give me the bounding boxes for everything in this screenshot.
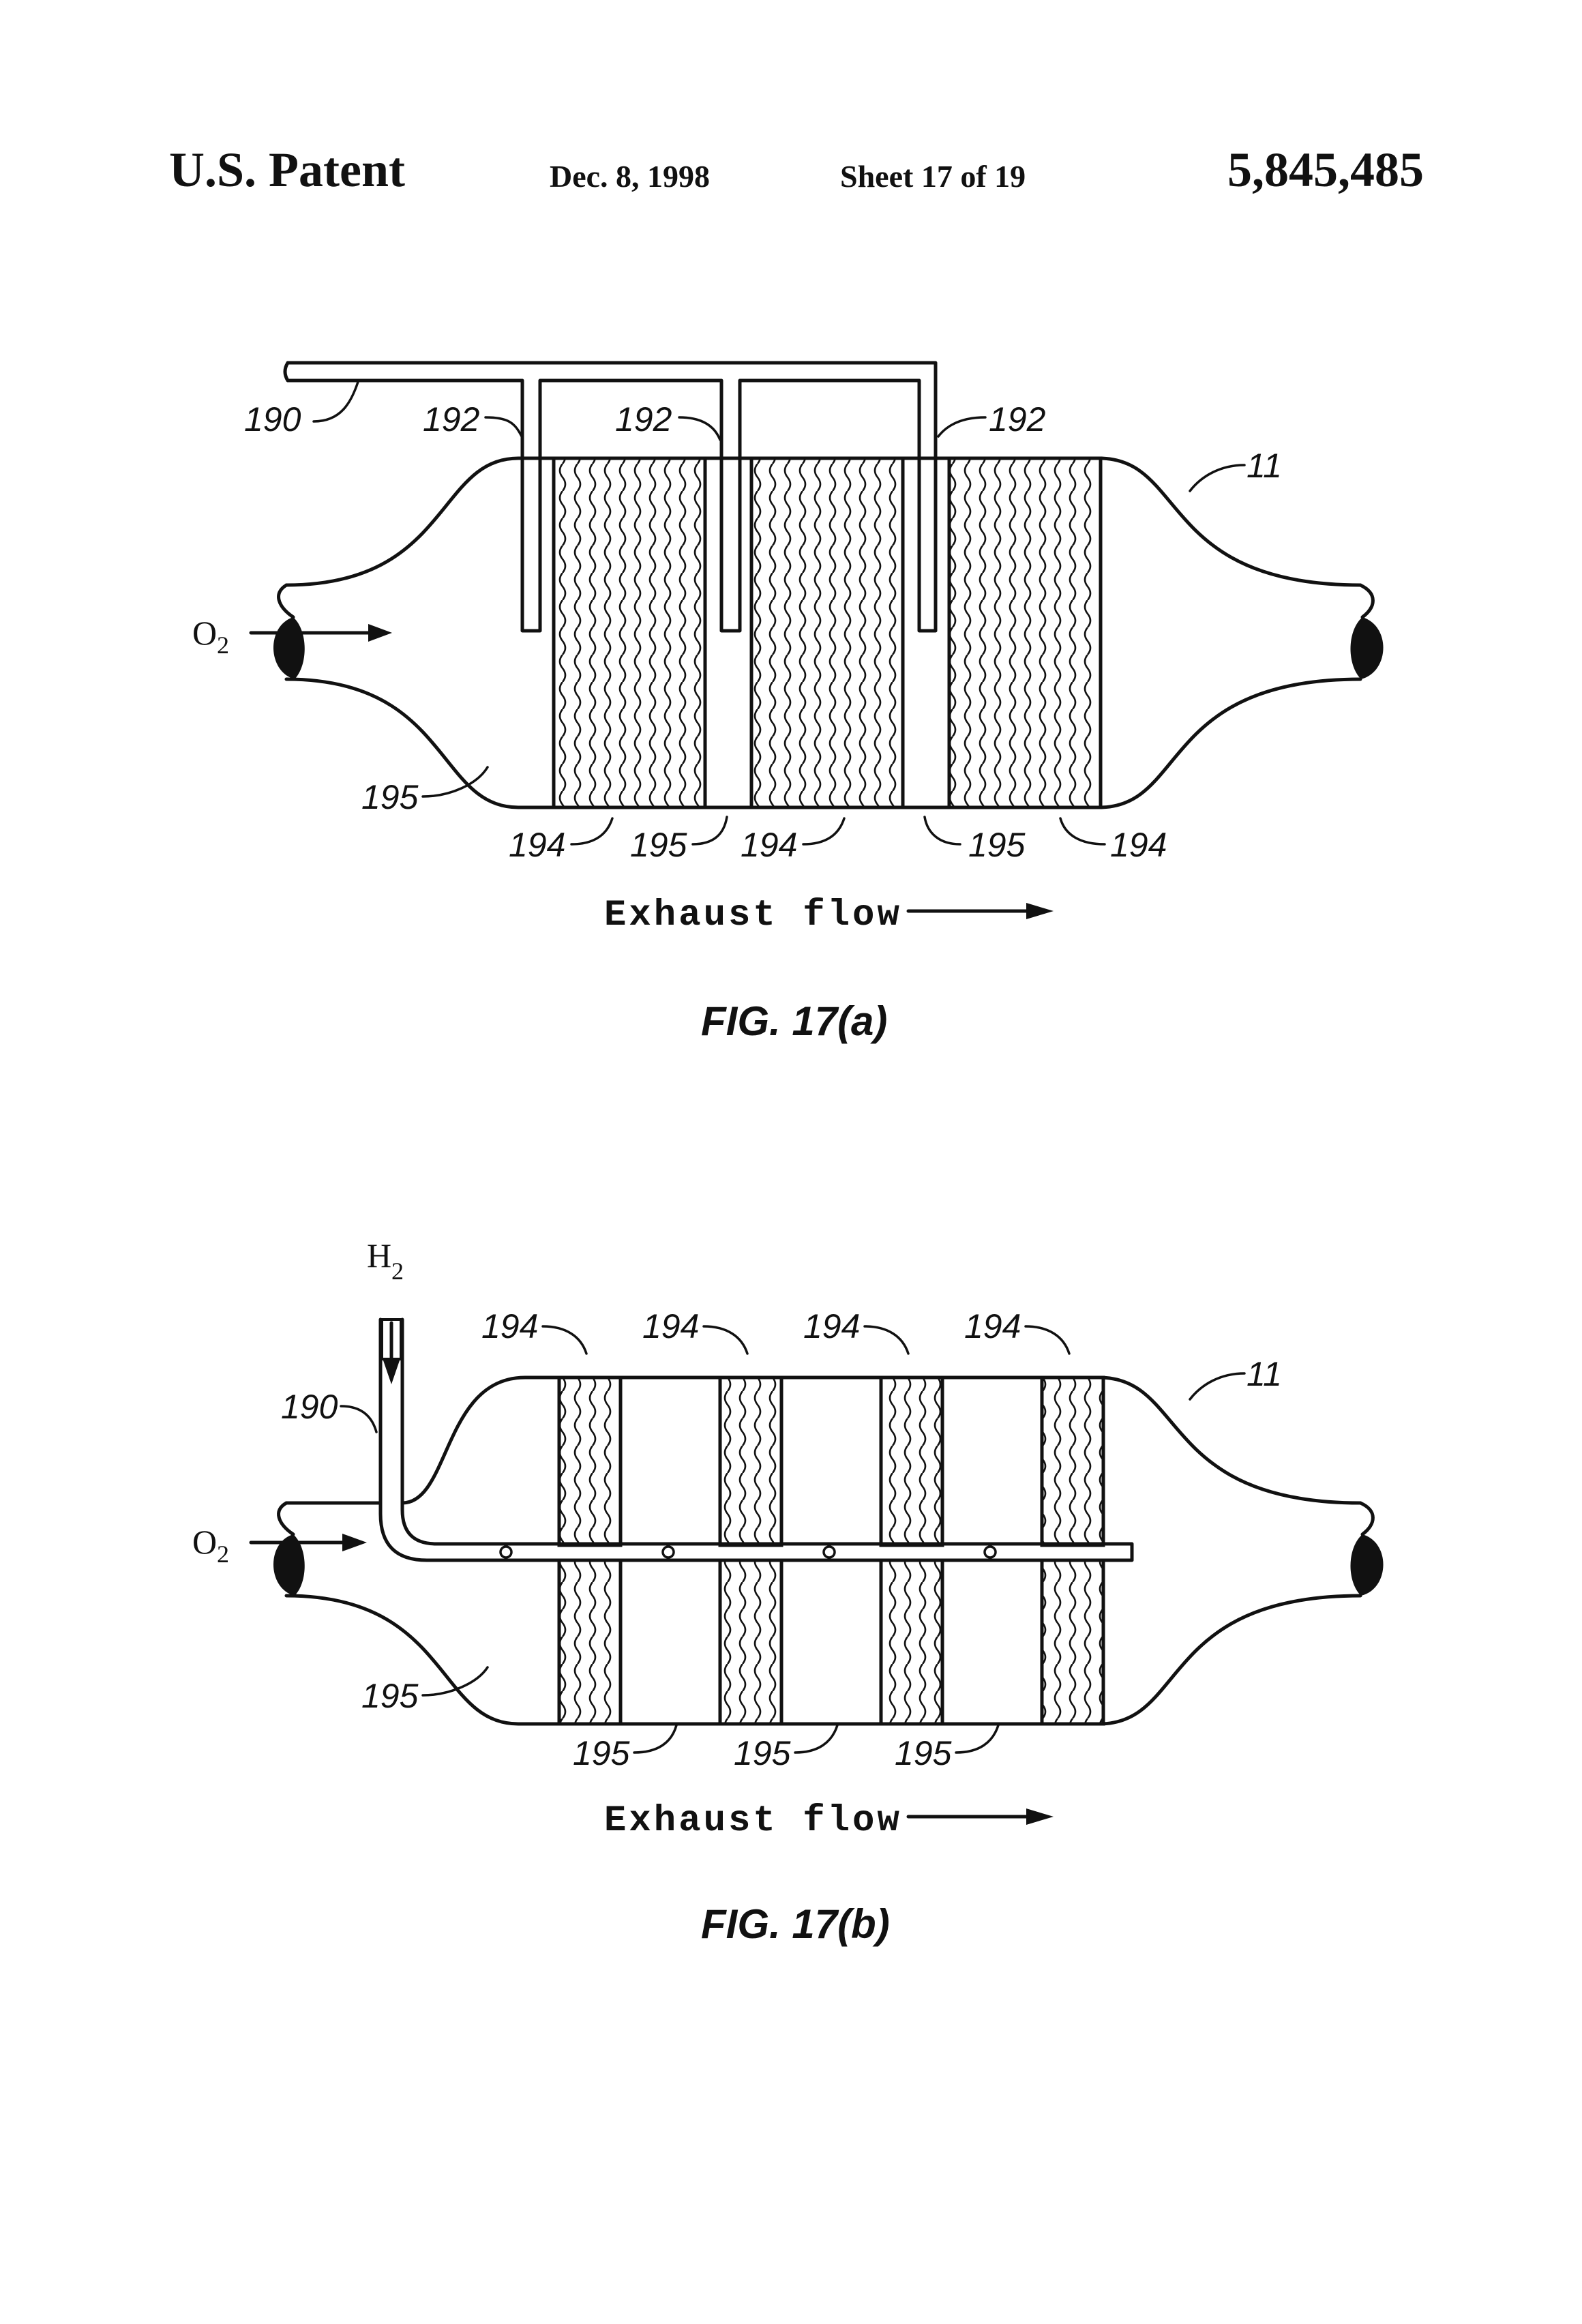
leader-11-a — [1190, 465, 1244, 491]
leader-194-a2 — [803, 818, 844, 844]
ref-190-b: 190 — [281, 1388, 338, 1426]
ref-195-a-left: 195 — [361, 778, 419, 816]
exhaust-flow-arrowhead-a — [1026, 903, 1054, 919]
catalyst-bed-194-b3-top — [881, 1377, 942, 1545]
leader-194-a3 — [1060, 818, 1105, 844]
figure-17a: O 2 190 192 192 192 11 195 194 195 194 1… — [192, 363, 1384, 1044]
injection-hole-4 — [985, 1547, 996, 1558]
leader-192-a3 — [938, 417, 985, 436]
inlet-pipe-end-a — [279, 585, 293, 617]
injection-hole-3 — [824, 1547, 835, 1558]
ref-192-a1: 192 — [423, 400, 480, 438]
leader-195-b-left — [423, 1667, 488, 1695]
o2-subscript-b: 2 — [217, 1540, 229, 1568]
leader-195-a1 — [693, 817, 727, 844]
ref-195-b-left: 195 — [361, 1677, 419, 1715]
o2-subscript-a: 2 — [217, 631, 229, 659]
leader-195-b2 — [795, 1725, 837, 1753]
ref-194-b2: 194 — [642, 1307, 699, 1345]
ref-194-b3: 194 — [803, 1307, 860, 1345]
leader-192-a1 — [486, 417, 522, 436]
ref-195-a1: 195 — [630, 826, 687, 864]
ref-195-b1: 195 — [573, 1734, 630, 1772]
leader-192-a2 — [679, 417, 720, 440]
leader-194-b3 — [865, 1326, 908, 1354]
catalyst-bed-194-b3-bottom — [881, 1560, 942, 1724]
o2-arrowhead-a — [368, 624, 392, 642]
leader-195-a2 — [925, 817, 960, 844]
ref-195-a2: 195 — [968, 826, 1026, 864]
figure-caption-17b: FIG. 17(b) — [701, 1901, 890, 1947]
inlet-pipe-cap-a — [273, 617, 305, 679]
supply-pipe-190-a-end — [285, 363, 288, 381]
leader-190-a — [314, 382, 358, 421]
catalyst-bed-194-b4-bottom — [1042, 1560, 1103, 1724]
ref-194-a3: 194 — [1110, 826, 1167, 864]
ref-11-b: 11 — [1247, 1355, 1282, 1393]
ref-195-b2: 195 — [734, 1734, 791, 1772]
o2-arrowhead-b — [342, 1534, 367, 1551]
catalyst-bed-194-a2 — [751, 458, 903, 807]
leader-190-b — [341, 1406, 376, 1432]
catalyst-bed-194-a1 — [554, 458, 705, 807]
inlet-pipe-end-b — [279, 1503, 293, 1534]
ref-190-a: 190 — [244, 400, 301, 438]
ref-192-a3: 192 — [989, 400, 1046, 438]
ref-194-a2: 194 — [741, 826, 797, 864]
outlet-pipe-end-a — [1360, 585, 1373, 617]
leader-195-b1 — [634, 1725, 676, 1753]
ref-194-b1: 194 — [481, 1307, 538, 1345]
exhaust-flow-arrowhead-b — [1026, 1808, 1054, 1825]
leader-194-b2 — [704, 1326, 747, 1354]
outlet-pipe-cap-a — [1350, 617, 1383, 679]
h2-arrowhead-b — [383, 1360, 400, 1384]
ref-194-b4: 194 — [964, 1307, 1021, 1345]
o2-label-b: O — [192, 1523, 217, 1561]
catalyst-bed-194-b2-bottom — [720, 1560, 781, 1724]
h2-label-b: H — [367, 1236, 391, 1275]
ref-11-a: 11 — [1247, 447, 1282, 485]
leader-194-b1 — [543, 1326, 586, 1354]
figure-17b: H 2 O 2 190 194 194 194 194 11 195 195 1… — [192, 1236, 1384, 1947]
leader-195-b3 — [956, 1725, 998, 1753]
figure-caption-17a: FIG. 17(a) — [701, 998, 887, 1044]
injection-hole-2 — [663, 1547, 674, 1558]
ref-194-a1: 194 — [509, 826, 565, 864]
leader-194-a1 — [571, 818, 612, 844]
leader-11-b — [1190, 1373, 1244, 1399]
catalyst-bed-194-b4-top — [1042, 1377, 1103, 1545]
ref-192-a2: 192 — [615, 400, 672, 438]
o2-label-a: O — [192, 614, 217, 652]
outlet-pipe-end-b — [1360, 1503, 1373, 1534]
leader-194-b4 — [1026, 1326, 1069, 1354]
catalyst-bed-194-b2-top — [720, 1377, 781, 1545]
injection-hole-1 — [501, 1547, 511, 1558]
exhaust-flow-label-a: Exhaust flow — [604, 895, 902, 936]
exhaust-flow-label-b: Exhaust flow — [604, 1800, 902, 1842]
ref-195-b3: 195 — [895, 1734, 952, 1772]
outlet-pipe-cap-b — [1350, 1534, 1383, 1596]
catalyst-bed-194-a3 — [949, 458, 1101, 807]
h2-subscript-b: 2 — [391, 1257, 404, 1285]
catalyst-bed-194-b1-top — [559, 1377, 621, 1545]
catalyst-bed-194-b1-bottom — [559, 1560, 621, 1724]
